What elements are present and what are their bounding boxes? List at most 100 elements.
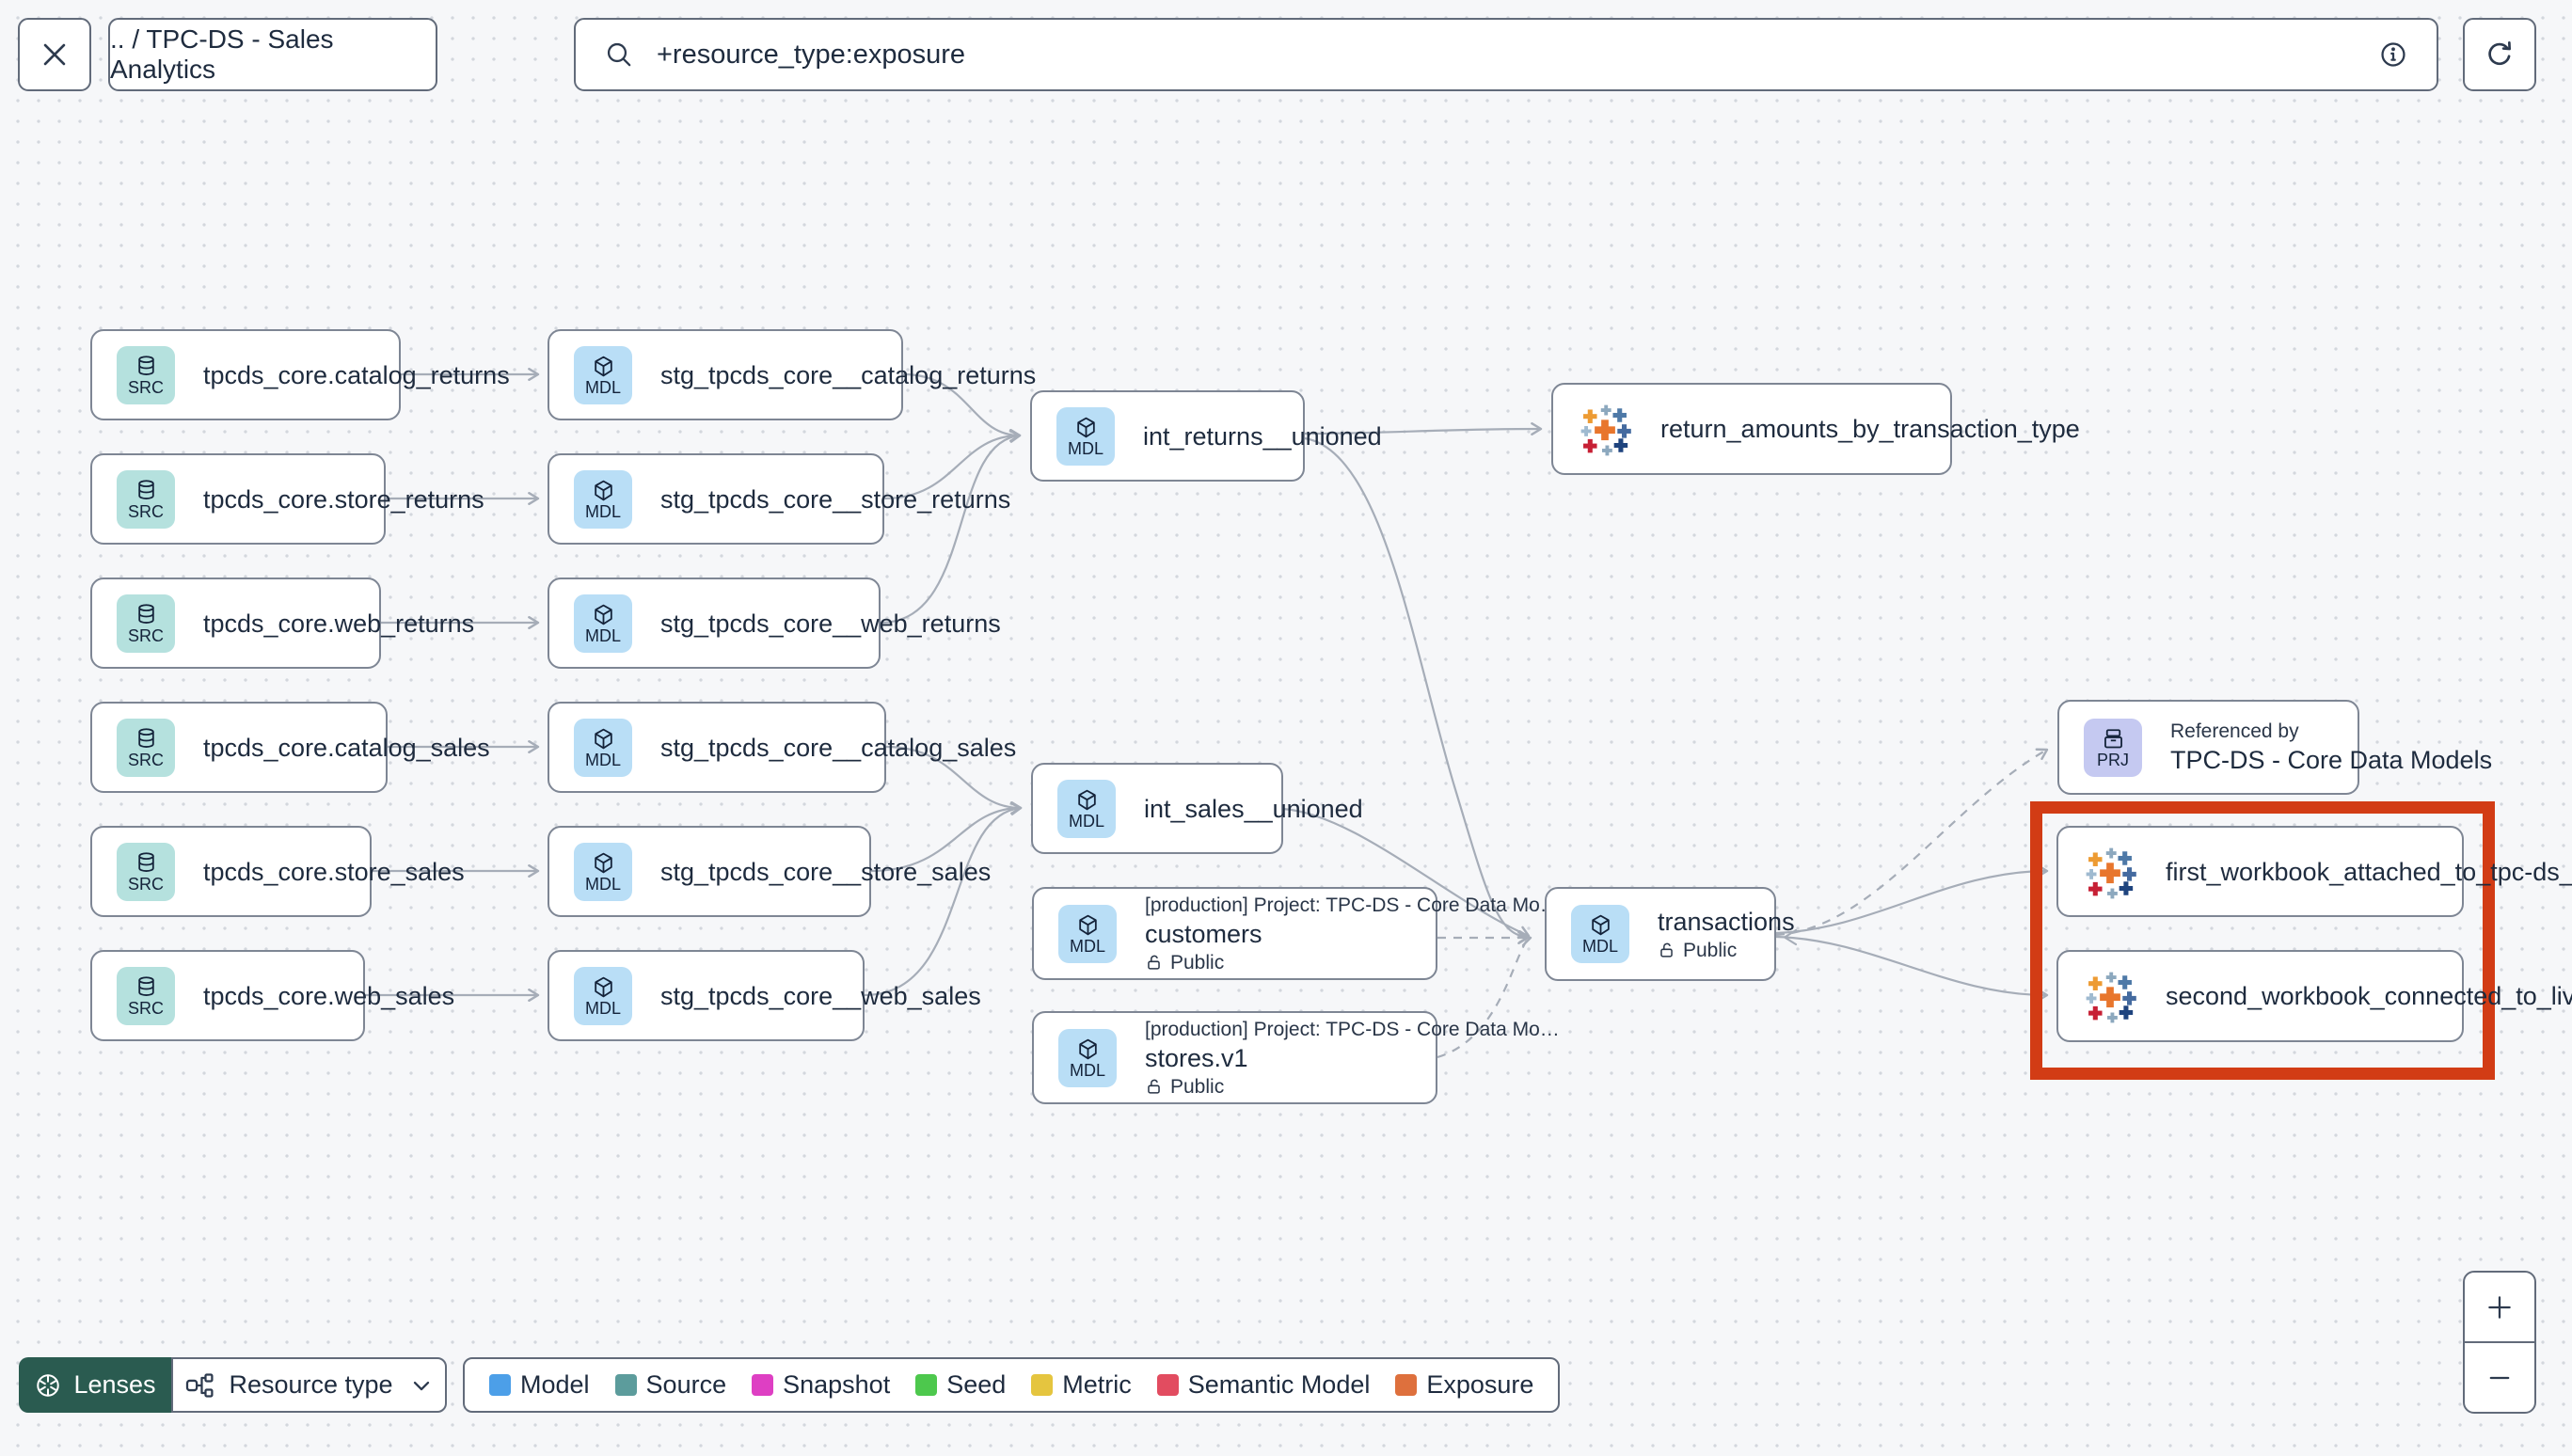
project-badge: PRJ <box>2084 718 2142 777</box>
close-icon <box>43 43 66 66</box>
legend-label: Semantic Model <box>1187 1370 1371 1399</box>
node-customers[interactable]: MDL [production] Project: TPC-DS - Core … <box>1032 887 1560 980</box>
model-badge: MDL <box>1056 406 1115 466</box>
model-badge: MDL <box>1058 904 1117 963</box>
tableau-exposure-icon <box>1578 402 1632 456</box>
model-badge-label: MDL <box>584 625 621 645</box>
chevron-down-icon <box>413 1381 429 1390</box>
model-badge-label: MDL <box>1069 936 1105 956</box>
source-icon <box>134 974 159 1000</box>
tableau-exposure-icon <box>2083 969 2137 1023</box>
node-stg4[interactable]: MDL stg_tpcds_core__catalog_sales <box>548 702 1016 793</box>
model-icon <box>591 354 616 379</box>
node-text: stg_tpcds_core__catalog_returns <box>660 360 1037 389</box>
node-label: second_workbook_connected_to_live… <box>2166 982 2572 1010</box>
node-label: stores.v1 <box>1145 1043 1248 1072</box>
legend-item-metric: Metric <box>1031 1370 1132 1400</box>
node-wb2[interactable]: second_workbook_connected_to_live… <box>2056 950 2572 1042</box>
edge-stg3-to-int_returns <box>880 429 1022 625</box>
node-text: transactions Public <box>1658 907 1795 961</box>
model-badge-label: MDL <box>584 998 621 1018</box>
legend-label: Snapshot <box>783 1370 891 1399</box>
breadcrumb-label: .. / TPC-DS - Sales Analytics <box>110 24 334 84</box>
edge-stg1-to-int_returns <box>902 372 1022 442</box>
legend-swatch <box>1031 1374 1054 1396</box>
breadcrumb[interactable]: .. / TPC-DS - Sales Analytics <box>108 18 437 91</box>
model-badge-label: MDL <box>1067 438 1103 458</box>
node-int_sales[interactable]: MDL int_sales__unioned <box>1031 763 1363 854</box>
source-badge-label: SRC <box>127 874 164 894</box>
node-access: Public <box>1145 1076 1411 1098</box>
node-transactions[interactable]: MDL transactions Public <box>1545 887 1795 981</box>
node-src6[interactable]: SRC tpcds_core.web_sales <box>90 950 454 1041</box>
node-stg1[interactable]: MDL stg_tpcds_core__catalog_returns <box>548 329 1037 420</box>
legend-swatch <box>489 1374 511 1396</box>
node-text: return_amounts_by_transaction_type <box>1660 415 2080 443</box>
node-label: int_sales__unioned <box>1144 794 1363 823</box>
node-src2[interactable]: SRC tpcds_core.store_returns <box>90 453 484 545</box>
lenses-button[interactable]: Lenses <box>19 1357 171 1413</box>
resource-type-dropdown[interactable]: Resource type <box>171 1357 447 1413</box>
search-bar[interactable] <box>574 18 2438 91</box>
zoom-out-button[interactable] <box>2465 1343 2534 1412</box>
node-int_returns[interactable]: MDL int_returns__unioned <box>1030 390 1382 482</box>
selection-highlight-rect <box>2030 801 2495 1080</box>
resource-type-legend: Model Source Snapshot Seed Metric Semant… <box>463 1357 1561 1413</box>
node-label: stg_tpcds_core__catalog_returns <box>660 360 1037 389</box>
source-icon <box>134 850 159 876</box>
node-wb1[interactable]: first_workbook_attached_to_tpc-ds_-_… <box>2056 826 2572 917</box>
close-button[interactable] <box>18 18 91 91</box>
search-input[interactable] <box>655 38 2358 71</box>
lenses-label: Lenses <box>73 1370 156 1399</box>
incoming-arrowhead <box>1783 928 1798 946</box>
model-icon <box>591 850 616 876</box>
refresh-icon <box>2488 41 2511 66</box>
lock-open-icon <box>1145 954 1163 972</box>
node-label: transactions <box>1658 907 1795 936</box>
legend-label: Model <box>520 1370 590 1399</box>
model-icon <box>591 602 616 627</box>
node-text: second_workbook_connected_to_live… <box>2166 982 2572 1010</box>
edge-stores-to-transactions <box>1437 933 1532 1059</box>
node-access: Public <box>1658 940 1750 961</box>
refresh-button[interactable] <box>2463 18 2536 91</box>
node-stores[interactable]: MDL [production] Project: TPC-DS - Core … <box>1032 1011 1560 1104</box>
node-stg2[interactable]: MDL stg_tpcds_core__store_returns <box>548 453 1010 545</box>
node-text: tpcds_core.web_returns <box>203 609 474 638</box>
node-text: tpcds_core.catalog_returns <box>203 361 510 389</box>
node-label: stg_tpcds_core__store_sales <box>660 857 992 886</box>
node-src5[interactable]: SRC tpcds_core.store_sales <box>90 826 465 917</box>
source-badge-label: SRC <box>127 625 164 645</box>
node-stg3[interactable]: MDL stg_tpcds_core__web_returns <box>548 578 1001 669</box>
node-stg5[interactable]: MDL stg_tpcds_core__store_sales <box>548 826 992 917</box>
model-badge: MDL <box>1057 779 1116 838</box>
node-label: int_returns__unioned <box>1143 421 1382 451</box>
model-icon <box>1074 787 1100 813</box>
zoom-in-button[interactable] <box>2465 1273 2534 1343</box>
edge-stg6-to-int_sales <box>864 802 1023 997</box>
node-text: [production] Project: TPC-DS - Core Data… <box>1145 1019 1560 1098</box>
legend-item-model: Model <box>489 1370 590 1400</box>
node-label: stg_tpcds_core__web_returns <box>660 609 1001 638</box>
zoom-controls[interactable] <box>2463 1271 2536 1414</box>
source-badge-label: SRC <box>127 377 164 397</box>
model-badge: MDL <box>1058 1028 1117 1087</box>
node-src1[interactable]: SRC tpcds_core.catalog_returns <box>90 329 510 420</box>
node-text: first_workbook_attached_to_tpc-ds_-_… <box>2166 858 2572 886</box>
node-label: TPC-DS - Core Data Models <box>2170 746 2493 774</box>
node-src4[interactable]: SRC tpcds_core.catalog_sales <box>90 702 490 793</box>
model-badge-label: MDL <box>584 377 621 397</box>
model-badge: MDL <box>1571 905 1629 963</box>
legend-swatch <box>614 1374 637 1396</box>
node-stg6[interactable]: MDL stg_tpcds_core__web_sales <box>548 950 981 1041</box>
model-badge: MDL <box>574 966 632 1025</box>
model-badge: MDL <box>574 593 632 653</box>
minus-icon <box>2489 1376 2510 1379</box>
info-icon[interactable] <box>2378 40 2408 70</box>
model-badge-label: MDL <box>1068 811 1104 831</box>
project-icon <box>2101 726 2126 752</box>
node-src3[interactable]: SRC tpcds_core.web_returns <box>90 578 474 669</box>
node-exposure_returns[interactable]: return_amounts_by_transaction_type <box>1551 383 2080 475</box>
model-badge-label: MDL <box>584 750 621 769</box>
